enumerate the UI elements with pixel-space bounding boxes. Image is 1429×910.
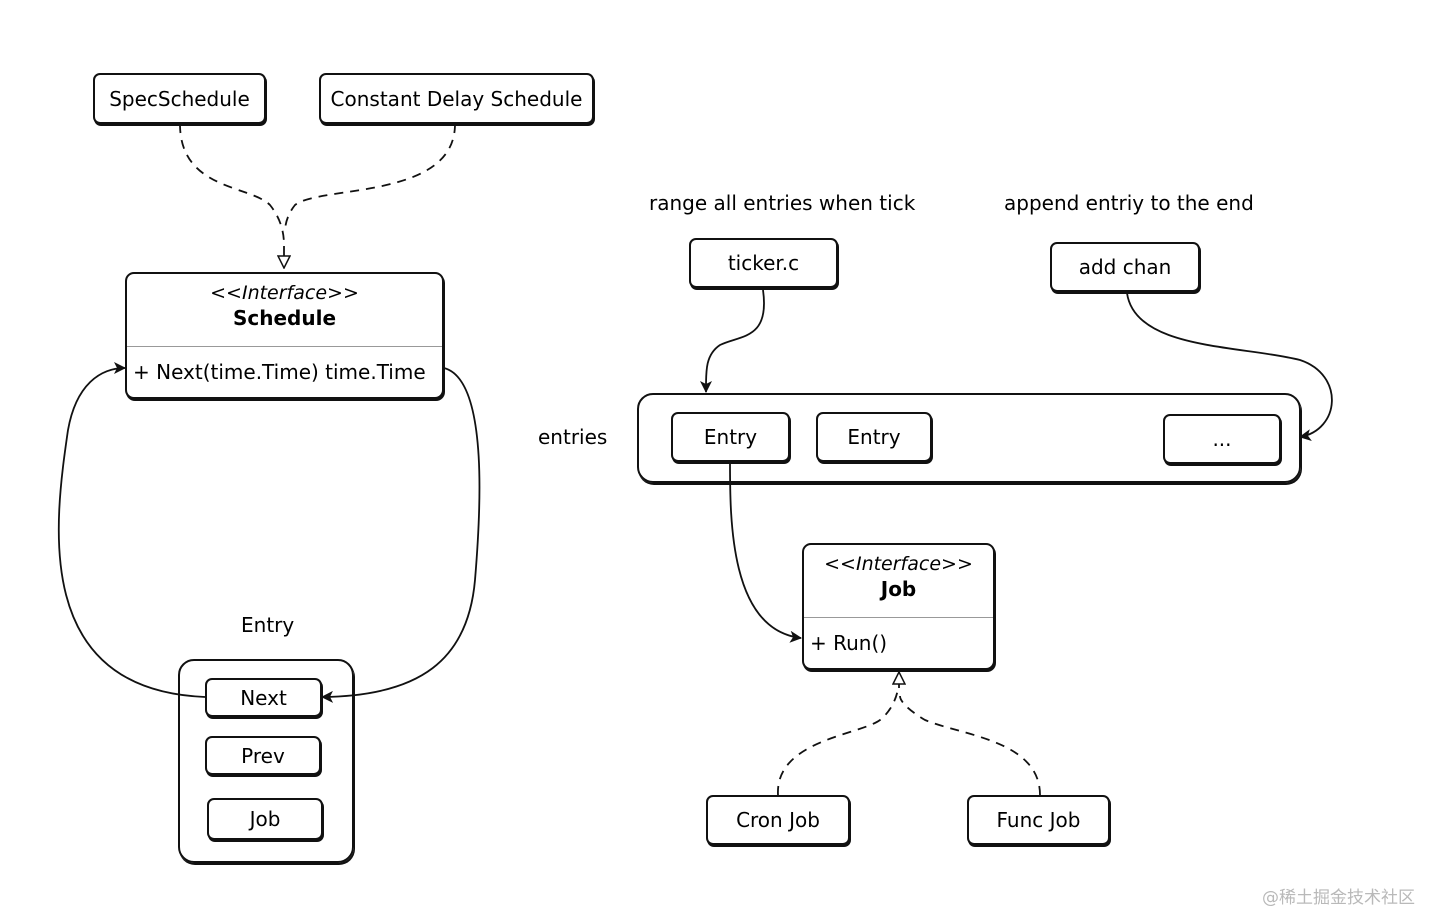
entry-field-next-label: Next [240,685,287,710]
spec-schedule-label: SpecSchedule [109,86,250,111]
add-chan-label: add chan [1078,255,1172,279]
add-chan-box: add chan [1050,242,1200,292]
cron-job-label: Cron Job [736,808,820,832]
entry-to-job-edge [729,461,802,643]
schedule-name: Schedule [232,306,337,330]
schedule-stereotype: <<Interface>> [210,282,359,304]
entry-field-job-label: Job [249,807,281,831]
schedule-next-method: + Next(time.Time) time.Time [133,360,426,384]
schedule-interface-header: <<Interface>> Schedule [127,274,442,347]
entries-item-2: Entry [816,412,932,462]
func-job-label: Func Job [996,808,1081,832]
job-interface: <<Interface>> Job + Run() [802,543,995,670]
entry-struct-box [178,659,354,863]
job-stereotype: <<Interface>> [824,553,973,575]
funcjob-to-job-edge [899,695,1041,796]
schedule-to-next-edge [321,367,481,703]
constant-delay-schedule-label: Constant Delay Schedule [330,86,583,111]
entry-field-next: Next [205,678,322,717]
add-note: append entriy to the end [1004,191,1254,215]
entries-item-1-label: Entry [703,425,758,449]
ticker-label: ticker.c [727,251,800,275]
spec-schedule-box: SpecSchedule [93,73,266,124]
entries-item-2-label: Entry [847,425,901,449]
job-name: Job [880,577,917,601]
ticker-note: range all entries when tick [649,191,916,215]
entry-field-prev-label: Prev [241,743,285,768]
entries-item-ellipsis: ... [1163,414,1281,464]
entries-label: entries [538,425,608,449]
entry-field-prev: Prev [205,736,321,775]
entry-struct-title: Entry [241,613,295,637]
addchan-to-entries-edge [1126,292,1333,441]
entries-item-1: Entry [671,412,790,462]
entries-item-ellipsis-label: ... [1212,427,1232,451]
constant-delay-schedule-box: Constant Delay Schedule [319,73,594,124]
job-interface-header: <<Interface>> Job [804,545,993,618]
job-run-method: + Run() [810,631,888,655]
constdelay-to-schedule-edge [284,123,456,233]
cronjob-to-job-edge [777,687,899,796]
ticker-box: ticker.c [689,238,838,288]
next-to-schedule-edge [57,362,206,698]
ticker-to-entries-edge [699,289,765,393]
entry-field-job: Job [207,798,323,840]
cron-job-box: Cron Job [706,795,850,845]
func-job-box: Func Job [967,795,1110,845]
watermark: @稀土掘金技术社区 [1262,888,1415,908]
spec-to-schedule-edge [179,123,285,246]
schedule-interface: <<Interface>> Schedule + Next(time.Time)… [125,272,444,399]
entries-list-box [637,393,1301,483]
